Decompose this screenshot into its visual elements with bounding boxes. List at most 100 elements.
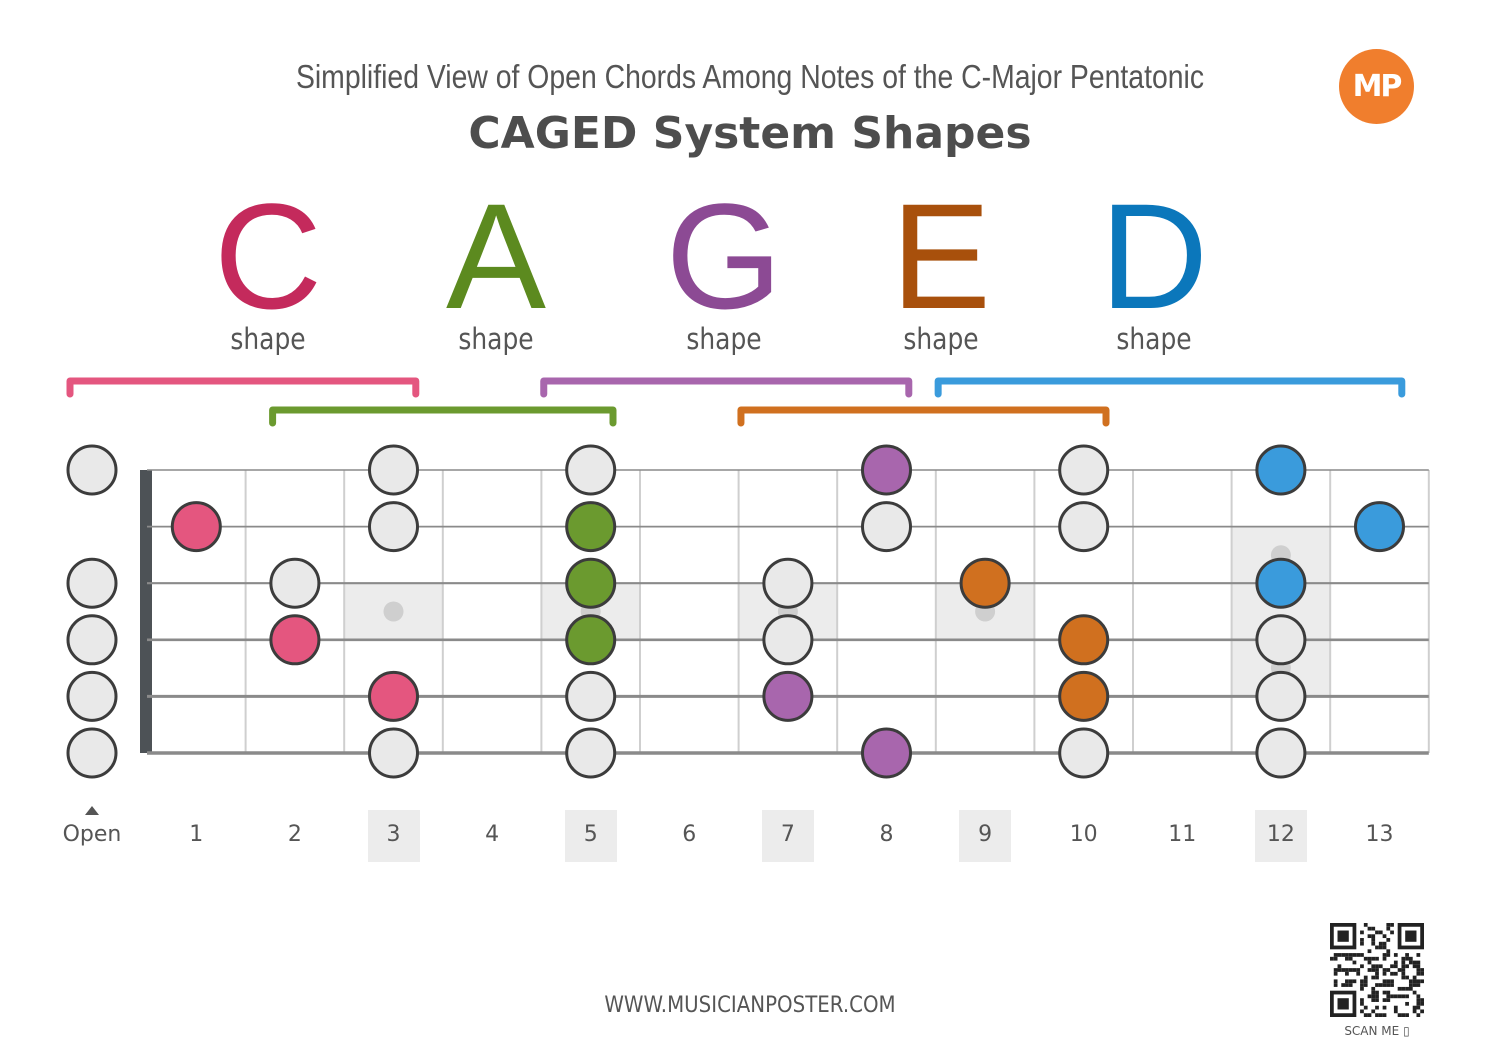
qr-module xyxy=(1330,956,1334,961)
qr-module xyxy=(1382,941,1387,946)
note-marker-s4-f12 xyxy=(1255,614,1307,666)
qr-module xyxy=(1405,1001,1409,1006)
bracket-d xyxy=(934,377,1406,398)
fret-label-highlight-9 xyxy=(959,810,1012,862)
qr-module xyxy=(1386,949,1391,954)
bracket-a xyxy=(269,406,617,427)
fret-label-4: 4 xyxy=(485,822,500,847)
qr-module xyxy=(1386,938,1391,942)
fret-label-2: 2 xyxy=(287,822,302,847)
qr-module xyxy=(1371,938,1376,942)
qr-module xyxy=(1367,994,1372,999)
shape-word-a: shape xyxy=(458,322,534,356)
qr-module xyxy=(1405,975,1409,980)
qr-module xyxy=(1420,998,1424,1002)
qr-module xyxy=(1371,994,1376,999)
qr-module xyxy=(1378,945,1383,950)
qr-module xyxy=(1337,968,1342,972)
qr-module xyxy=(1333,956,1338,961)
qr-module xyxy=(1397,968,1402,972)
qr-module xyxy=(1363,979,1368,984)
qr-module xyxy=(1375,990,1379,995)
page-title: CAGED System Shapes xyxy=(468,108,1032,159)
qr-module xyxy=(1412,1005,1417,1010)
qr-module xyxy=(1412,983,1417,987)
qr-module xyxy=(1363,956,1368,961)
qr-module xyxy=(1375,945,1379,950)
qr-module xyxy=(1360,941,1364,946)
qr-module xyxy=(1386,926,1391,931)
nut xyxy=(140,470,152,753)
fret-label-8: 8 xyxy=(879,822,894,847)
qr-module xyxy=(1386,994,1391,999)
note-marker-s2-f3 xyxy=(368,501,419,553)
qr-module xyxy=(1371,968,1376,972)
qr-module xyxy=(1378,964,1383,969)
qr-module xyxy=(1367,934,1372,939)
qr-module xyxy=(1375,998,1379,1002)
note-marker-s5-f5 xyxy=(565,670,617,722)
qr-module xyxy=(1356,971,1361,976)
qr-module xyxy=(1333,953,1338,957)
qr-module xyxy=(1408,979,1413,984)
note-markers xyxy=(66,444,1405,779)
qr-module xyxy=(1337,964,1342,969)
note-marker-s3-f5 xyxy=(565,557,617,609)
qr-module xyxy=(1375,971,1379,976)
qr-module xyxy=(1401,964,1406,969)
qr-module xyxy=(1360,953,1364,957)
scan-me-label: SCAN ME ▯ xyxy=(1330,1024,1424,1038)
fret-label-7: 7 xyxy=(780,822,795,847)
qr-module xyxy=(1390,930,1394,935)
scan-me-text: SCAN ME xyxy=(1344,1024,1400,1038)
qr-finder-core xyxy=(1337,998,1349,1010)
qr-module xyxy=(1382,953,1387,957)
qr-module xyxy=(1386,990,1391,995)
qr-module xyxy=(1382,990,1387,995)
note-marker-s3-f9 xyxy=(959,557,1011,609)
qr-module xyxy=(1352,960,1357,965)
qr-module xyxy=(1337,953,1342,957)
qr-module xyxy=(1375,1013,1379,1017)
fret-label-10: 10 xyxy=(1069,822,1098,847)
page-subtitle: Simplified View of Open Chords Among Not… xyxy=(295,58,1205,95)
website-url[interactable]: WWW.MUSICIANPOSTER.COM xyxy=(604,993,896,1018)
qr-module xyxy=(1420,1009,1424,1014)
qr-module xyxy=(1386,923,1391,927)
qr-module xyxy=(1367,956,1372,961)
qr-module xyxy=(1341,983,1346,987)
qr-module xyxy=(1352,953,1357,957)
qr-module xyxy=(1401,968,1406,972)
note-marker-s2-f5 xyxy=(565,501,617,553)
qr-module xyxy=(1375,975,1379,980)
qr-module xyxy=(1367,1013,1372,1017)
fret-wires xyxy=(140,470,1430,753)
shape-word-e: shape xyxy=(903,322,979,356)
note-marker-s6-f10 xyxy=(1058,727,1110,779)
qr-module xyxy=(1382,971,1387,976)
qr-module xyxy=(1371,964,1376,969)
fret-label-highlight-3 xyxy=(367,810,420,862)
fret-label-9: 9 xyxy=(978,822,993,847)
qr-module xyxy=(1420,971,1424,976)
qr-module xyxy=(1401,975,1406,980)
qr-module xyxy=(1341,968,1346,972)
qr-module xyxy=(1356,953,1361,957)
qr-module xyxy=(1375,968,1379,972)
qr-module xyxy=(1360,930,1364,935)
qr-code-icon[interactable] xyxy=(1330,923,1424,1017)
note-marker-s5-f0 xyxy=(66,670,118,722)
qr-module xyxy=(1367,926,1372,931)
fret-label-13: 13 xyxy=(1365,822,1394,847)
shape-word-d: shape xyxy=(1116,322,1192,356)
qr-module xyxy=(1420,979,1424,984)
qr-module xyxy=(1367,960,1372,965)
qr-module xyxy=(1416,960,1421,965)
qr-module xyxy=(1408,956,1413,961)
note-marker-s1-f8 xyxy=(861,444,912,496)
qr-module xyxy=(1382,945,1387,950)
shape-word-c: shape xyxy=(230,322,306,356)
qr-module xyxy=(1367,968,1372,972)
shape-heading-c: C shape xyxy=(188,181,348,356)
shape-heading-a: A shape xyxy=(416,181,576,356)
